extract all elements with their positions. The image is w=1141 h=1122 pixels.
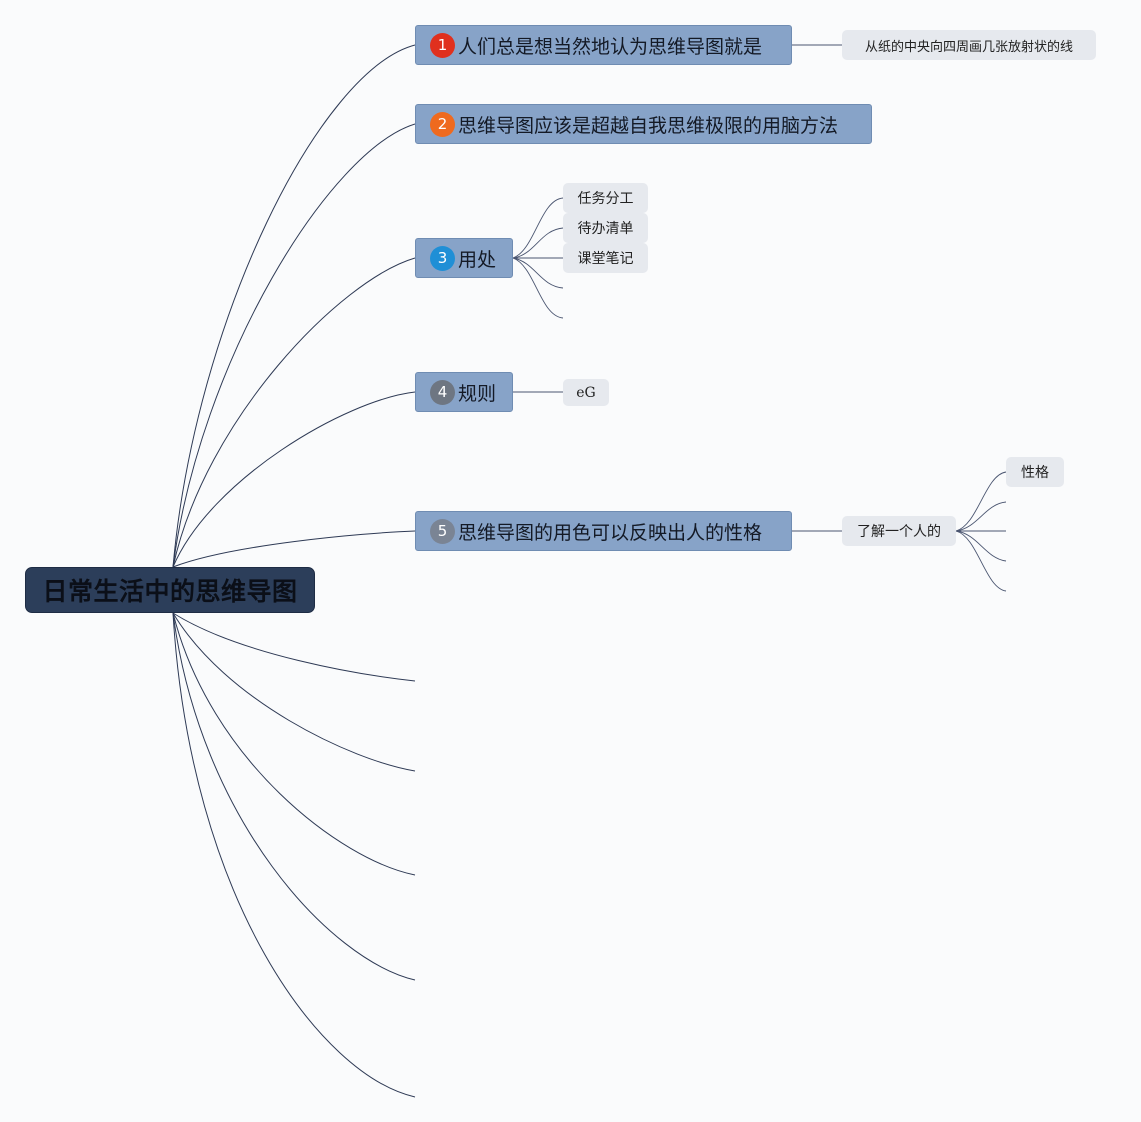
number-4-icon: 4 [430,379,455,405]
subtopic-radial-lines-label: 从纸的中央向四周画几张放射状的线 [864,39,1073,55]
subtopic-eg-label: eG [576,384,596,401]
connector-sub5-child1 [955,471,1007,532]
subtopic-todo-list[interactable]: 待办清单 [563,213,648,243]
topic-2-label: 思维导图应该是超越自我思维极限的用脑方法 [458,114,839,137]
connector-root-topic1 [172,44,416,568]
subtopic-understand-person-label: 了解一个人的 [857,524,941,540]
subtopic-understand-person[interactable]: 了解一个人的 [842,516,956,546]
connector-root-empty-4 [172,612,416,981]
connector-sub5-empty3 [955,530,1007,562]
number-2-icon: 2 [430,111,455,137]
topic-3-label: 用处 [458,248,497,271]
topic-2[interactable]: 2 思维导图应该是超越自我思维极限的用脑方法 [415,104,872,144]
number-3-icon: 3 [430,245,455,271]
topic-5-label: 思维导图的用色可以反映出人的性格 [458,521,763,544]
topic-1[interactable]: 1 人们总是想当然地认为思维导图就是 [415,25,792,65]
subtopic-todo-list-label: 待办清单 [577,221,634,237]
connector-topic3-sub1 [512,197,564,259]
connector-root-empty-1 [172,612,416,682]
topic-3[interactable]: 3 用处 [415,238,513,278]
connector-root-topic3 [172,257,416,568]
subtopic-radial-lines[interactable]: 从纸的中央向四周画几张放射状的线 [842,30,1096,60]
topic-5[interactable]: 5 思维导图的用色可以反映出人的性格 [415,511,792,551]
root-label: 日常生活中的思维导图 [42,577,298,606]
connector-root-topic2 [172,123,416,568]
subtopic-task-division-label: 任务分工 [577,191,634,207]
topic-4-label: 规则 [458,382,497,405]
connector-root-empty-5 [172,612,416,1098]
number-5-icon: 5 [430,518,455,544]
subtopic-eg[interactable]: eG [563,379,609,406]
subtopic-personality-label: 性格 [1021,465,1049,481]
topic-4[interactable]: 4 规则 [415,372,513,412]
topic-1-label: 人们总是想当然地认为思维导图就是 [458,35,763,58]
connector-root-empty-2 [172,612,416,772]
connector-topic3-empty1 [512,257,564,289]
connector-sub5-empty4 [955,530,1007,592]
subtopic-task-division[interactable]: 任务分工 [563,183,648,213]
connector-root-topic4 [172,391,416,568]
subtopic-class-notes-label: 课堂笔记 [577,251,634,267]
root-node[interactable]: 日常生活中的思维导图 [25,567,315,613]
subtopic-class-notes[interactable]: 课堂笔记 [563,243,648,273]
connector-topic3-sub2 [512,227,564,259]
connector-root-empty-3 [172,612,416,876]
connector-topic3-empty2 [512,257,564,319]
connector-sub5-empty1 [955,501,1007,532]
subtopic-personality[interactable]: 性格 [1006,457,1064,487]
number-1-icon: 1 [430,32,455,58]
connector-root-topic5 [172,530,416,568]
